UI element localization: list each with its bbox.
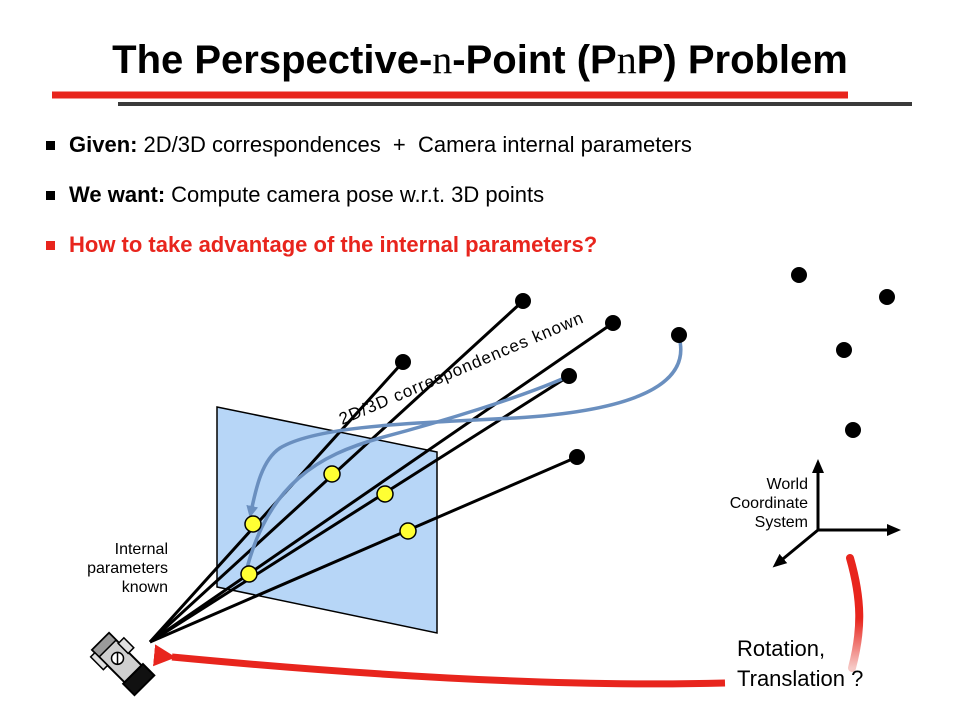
world-point-3 — [605, 315, 621, 331]
world-point-9 — [836, 342, 852, 358]
world-point-5 — [569, 449, 585, 465]
title-part1: The Perspective- — [112, 38, 433, 82]
correspondence-arrows — [244, 336, 683, 573]
title-part3: P) Problem — [636, 38, 848, 82]
world-label-line3: System — [754, 514, 808, 531]
bullet-want: We want: Compute camera pose w.r.t. 3D p… — [44, 170, 692, 220]
slide-title: The Perspective-n-Point (PnP) Problem — [0, 36, 960, 83]
world-point-6 — [671, 327, 687, 343]
bullet-question-text: How to take advantage of the internal pa… — [69, 232, 598, 257]
bullet-marker-icon — [46, 140, 55, 150]
internal-params-label: Internal parameters known — [40, 540, 168, 597]
camera-icon — [89, 631, 156, 697]
axis-down-left — [772, 528, 819, 568]
image-point-3 — [244, 515, 262, 533]
pose-arrow — [153, 644, 726, 688]
ray-3 — [149, 321, 614, 644]
image-points — [240, 465, 417, 583]
bullet-marker-icon — [46, 240, 55, 250]
internal-label-line2: parameters — [87, 560, 168, 577]
bullet-given-text: 2D/3D correspondences + Camera internal … — [143, 132, 692, 157]
world-coordinate-label: World Coordinate System — [680, 475, 808, 532]
world-points — [395, 267, 895, 465]
bullet-want-label: We want: — [69, 182, 166, 207]
ray-5 — [149, 455, 578, 644]
image-point-5 — [240, 565, 258, 583]
bullet-list: Given: 2D/3D correspondences + Camera in… — [44, 120, 692, 270]
pose-label-line2: Translation ? — [737, 666, 864, 691]
world-point-4 — [561, 368, 577, 384]
pose-label: Rotation, Translation ? — [737, 634, 863, 694]
image-point-1 — [323, 465, 341, 483]
pose-arrow-vertical — [846, 554, 864, 672]
image-point-4 — [399, 522, 417, 540]
world-point-2 — [515, 293, 531, 309]
world-point-1 — [395, 354, 411, 370]
bullet-given-label: Given: — [69, 132, 138, 157]
internal-label-line1: Internal — [114, 541, 168, 558]
correspondence-arrow-2 — [244, 374, 570, 573]
title-part2: -Point (P — [452, 38, 617, 82]
world-point-7 — [791, 267, 807, 283]
bullet-want-text: Compute camera pose w.r.t. 3D points — [171, 182, 545, 207]
title-n2: n — [616, 37, 637, 82]
bullet-marker-icon — [46, 190, 55, 200]
title-n1: n — [432, 37, 453, 82]
world-point-8 — [879, 289, 895, 305]
internal-label-line3: known — [121, 579, 168, 596]
world-label-line1: World — [766, 476, 809, 493]
image-point-2 — [376, 485, 394, 503]
bullet-given: Given: 2D/3D correspondences + Camera in… — [44, 120, 692, 170]
world-axes — [772, 459, 901, 568]
world-label-line2: Coordinate — [729, 495, 808, 512]
pose-label-line1: Rotation, — [737, 636, 826, 661]
bullet-question: How to take advantage of the internal pa… — [44, 220, 692, 270]
world-point-10 — [845, 422, 861, 438]
